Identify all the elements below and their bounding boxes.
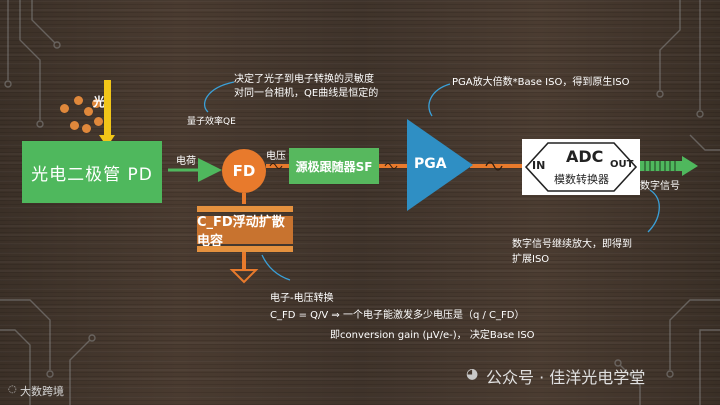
light-ray — [104, 80, 111, 140]
adc-in-label: IN — [532, 159, 546, 172]
photodiode-block: 光电二极管 PD — [22, 141, 162, 203]
light-label: 光 — [93, 95, 106, 109]
voltage-label: 电压 — [266, 151, 286, 162]
qe-label: 量子效率QE — [187, 117, 236, 127]
capacitor-block: C_FD浮动扩散电容 — [197, 215, 293, 249]
source-follower-block: 源极跟随器SF — [289, 148, 379, 184]
watermark-brand: 大数跨境 — [20, 385, 64, 398]
capacitor-bottom-plate — [197, 246, 293, 252]
digital-note-line2: 扩展ISO — [512, 254, 550, 265]
pga-label: PGA — [414, 156, 447, 172]
adc-subtitle: 模数转换器 — [554, 173, 609, 186]
capacitor-label: C_FD浮动扩散电容 — [197, 215, 285, 249]
qe-note-line1: 决定了光子到电子转换的灵敏度 — [234, 74, 374, 85]
digital-signal-label: 数字信号 — [640, 181, 680, 192]
photodiode-label: 光电二极管 PD — [31, 164, 153, 185]
digital-note-line1: 数字信号继续放大，即得到 — [512, 239, 632, 250]
wechat-icon: ◕ — [466, 366, 479, 382]
qe-note-line2: 对同一台相机，QE曲线是恒定的 — [234, 88, 379, 99]
conversion-gain-note: 即conversion gain (μV/e-)， 决定Base ISO — [330, 330, 535, 341]
adc-block: IN ADC OUT 模数转换器 — [522, 139, 640, 195]
adc-out-label: OUT — [610, 159, 634, 170]
adc-title: ADC — [566, 147, 604, 166]
watermark-logo-icon: ◌ — [8, 384, 17, 395]
capacitor-top-plate — [197, 206, 293, 212]
conversion-formula: C_FD = Q/V ⇒ 一个电子能激发多少电压是（q / C_FD） — [270, 310, 525, 321]
conversion-title: 电子-电压转换 — [270, 293, 334, 304]
pga-note: PGA放大倍数*Base ISO，得到原生ISO — [452, 77, 630, 88]
floating-diffusion-node: FD — [222, 149, 266, 193]
charge-label: 电荷 — [176, 156, 196, 167]
adc-shape-outline — [524, 142, 638, 192]
pga-amplifier — [407, 119, 473, 211]
fd-label: FD — [232, 162, 256, 180]
source-follower-label: 源极跟随器SF — [295, 159, 373, 174]
watermark-account: 公众号 · 佳洋光电学堂 — [486, 368, 646, 387]
